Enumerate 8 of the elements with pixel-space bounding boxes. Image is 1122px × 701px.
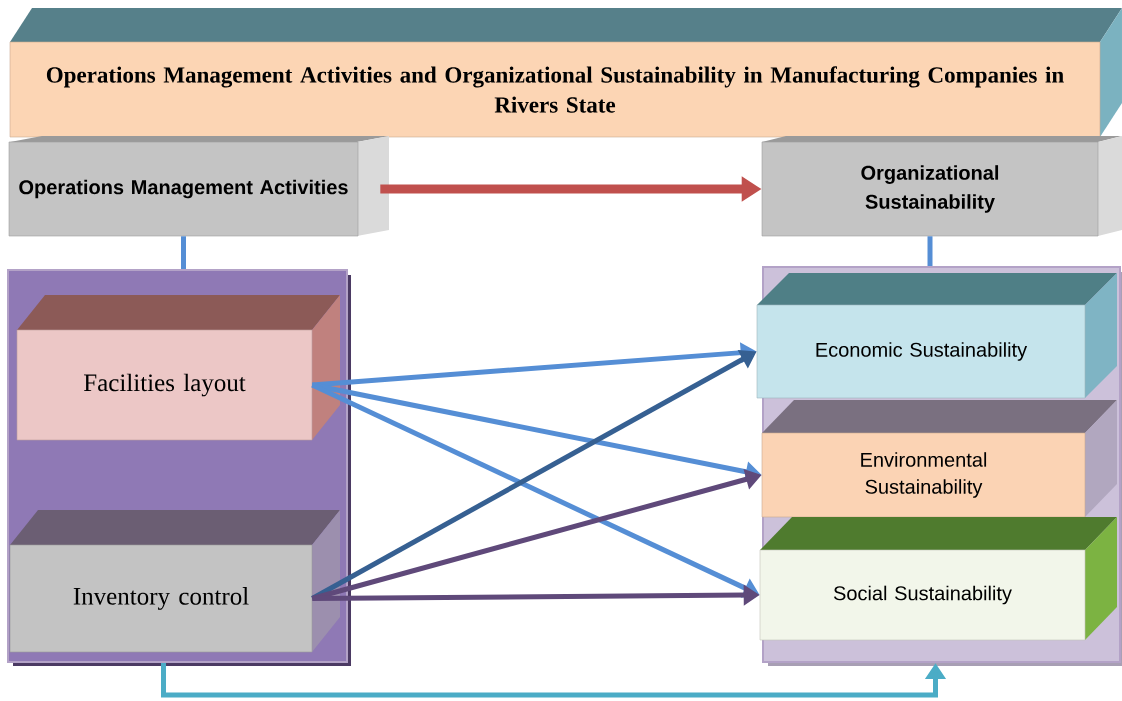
concept-box: Facilities layout bbox=[16, 295, 340, 441]
dimension-box: Social Sustainability bbox=[759, 517, 1117, 641]
dimension-box: Economic Sustainability bbox=[756, 273, 1117, 399]
heading-box: Organizational Sustainability bbox=[761, 136, 1122, 237]
title-box: Operations Management Activities and Organizational Sustainability in Manufacturing Companies in Rivers State bbox=[9, 8, 1122, 138]
concept-box: Inventory control bbox=[9, 510, 340, 653]
heading-box: Operations Management Activities bbox=[8, 136, 389, 237]
dimension-box: Environmental Sustainability bbox=[761, 400, 1117, 518]
